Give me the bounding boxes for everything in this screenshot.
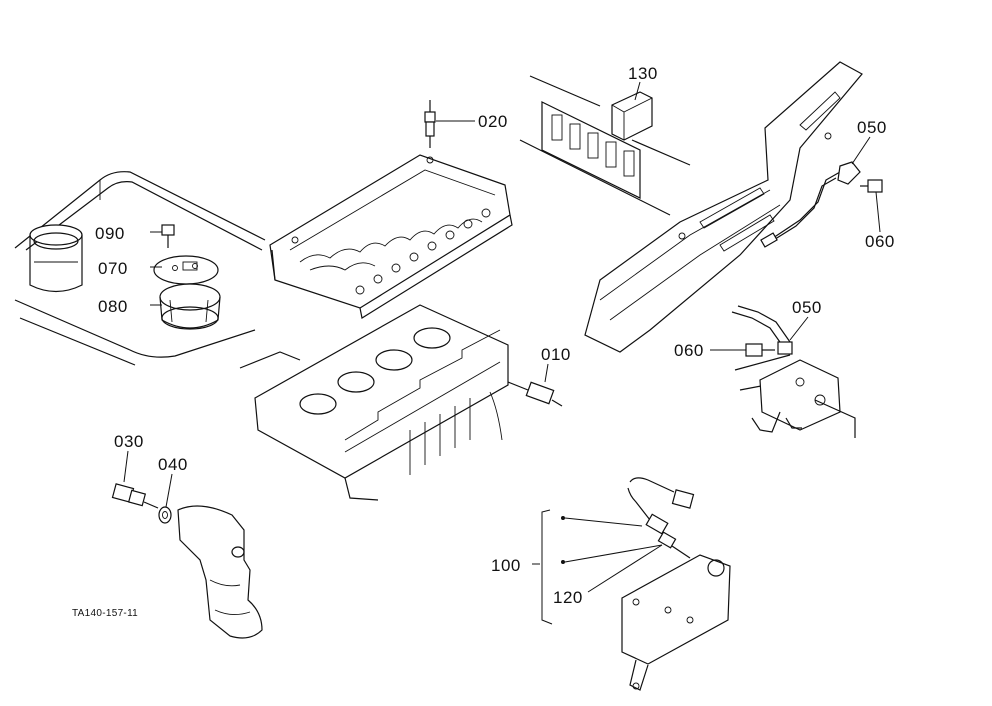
- frame-rail: [584, 61, 863, 353]
- panel-outline: [519, 75, 691, 216]
- washer-040: [158, 506, 172, 524]
- leader-lines: [123, 81, 881, 593]
- cylinder-block: [239, 304, 509, 501]
- callout-030: 030: [114, 432, 144, 451]
- glow-plug-020: [424, 100, 436, 148]
- callout-050-lower: 050: [792, 298, 822, 317]
- sensor-harness-100: [627, 477, 695, 559]
- mounting-bracket: [621, 554, 731, 691]
- callout-120: 120: [553, 588, 583, 607]
- callout-020: 020: [478, 112, 508, 131]
- float-assembly-080: [159, 283, 221, 330]
- switch-060-lower: [745, 343, 775, 357]
- callout-050-upper: 050: [857, 118, 887, 137]
- indicator-lamp-panel: [541, 101, 641, 199]
- callout-060-upper: 060: [865, 232, 895, 251]
- switch-060-upper: [860, 179, 883, 193]
- harness-050-lower: [731, 305, 793, 355]
- oil-pan-outline: [14, 171, 266, 366]
- bracket-100-callout: [532, 509, 663, 625]
- callout-080: 080: [98, 297, 128, 316]
- callout-010: 010: [541, 345, 571, 364]
- thermo-sensor-030: [111, 483, 159, 509]
- mid-bracket: [734, 354, 856, 438]
- callout-100: 100: [491, 556, 521, 575]
- gasket-070: [153, 255, 219, 285]
- water-outlet-housing: [177, 505, 263, 639]
- relay-130: [611, 91, 653, 141]
- sender-unit-090: [161, 224, 175, 248]
- callout-060-lower: 060: [674, 341, 704, 360]
- callout-130: 130: [628, 64, 658, 83]
- callout-040: 040: [158, 455, 188, 474]
- figure-code: TA140-157-11: [72, 608, 138, 619]
- harness-050-upper: [760, 161, 861, 248]
- oil-filler-cylinder: [29, 224, 83, 293]
- callout-labels: 020 090 070 080 010 030 040 130 050 060 …: [72, 64, 895, 619]
- cylinder-head: [269, 154, 513, 319]
- oil-pressure-switch-010: [507, 381, 563, 407]
- callout-090: 090: [95, 224, 125, 243]
- callout-070: 070: [98, 259, 128, 278]
